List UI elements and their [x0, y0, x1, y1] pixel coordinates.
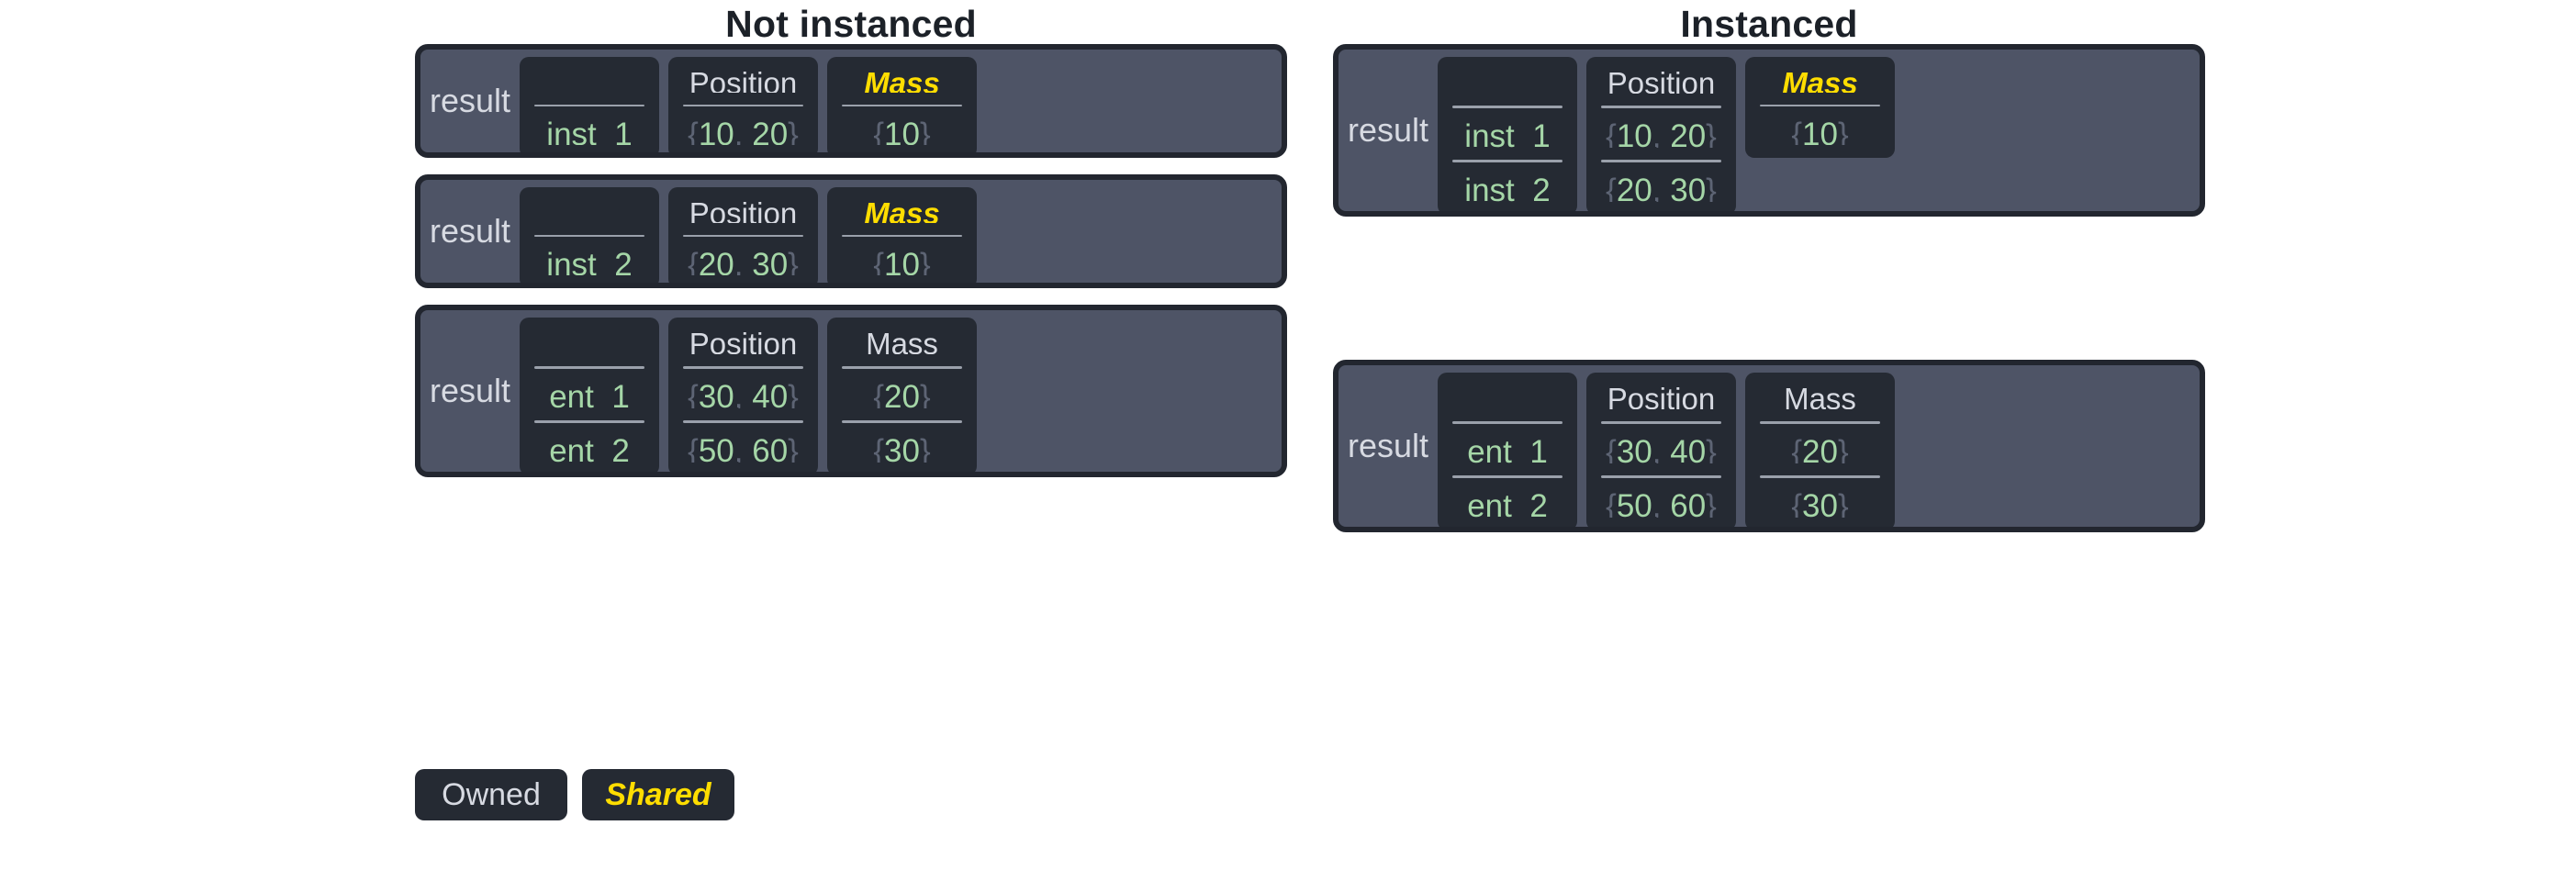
- row-divider: [1601, 160, 1721, 162]
- cell-position: {30, 40}: [688, 378, 799, 409]
- header-divider: [534, 104, 644, 107]
- row-divider: [1760, 475, 1880, 478]
- row-divider: [1452, 160, 1562, 162]
- cell-entity-name: inst_2: [1464, 172, 1551, 203]
- row-divider: [683, 420, 803, 423]
- column-position: Position {30, 40} {50, 60}: [668, 318, 818, 472]
- column-mass: Mass {10}: [827, 57, 977, 152]
- result-label: result: [429, 82, 511, 119]
- header-divider: [534, 366, 644, 369]
- cell-mass: {20}: [1791, 433, 1849, 464]
- table-columns: inst_2 Position {20, 30} Mass {10}: [520, 180, 1282, 283]
- header-mass: Mass: [1782, 66, 1858, 93]
- header-position: Position: [1607, 66, 1716, 95]
- header-divider: [683, 234, 803, 238]
- cell-mass: {20}: [873, 378, 931, 409]
- result-label: result: [1347, 427, 1429, 464]
- column-instanced: Instanced result inst_1 inst_2 Position …: [1333, 0, 2205, 549]
- header-entity-name: [532, 327, 646, 354]
- column-position: Position {30, 40} {50, 60}: [1586, 373, 1736, 527]
- header-mass: Mass: [866, 327, 938, 355]
- header-divider: [1601, 421, 1721, 424]
- header-divider: [1601, 106, 1721, 108]
- table-not-instanced-inst2: result inst_2 Position {20, 30} Mass {10…: [415, 174, 1287, 288]
- header-divider: [683, 366, 803, 369]
- row-divider: [842, 420, 962, 423]
- column-entity-name: inst_1: [520, 57, 659, 152]
- table-columns: inst_1 Position {10, 20} Mass {10}: [520, 50, 1282, 152]
- row-divider: [534, 420, 644, 423]
- header-position: Position: [689, 66, 798, 93]
- cell-position: {50, 60}: [1606, 487, 1717, 519]
- result-label: result: [429, 212, 511, 250]
- cell-mass: {10}: [873, 117, 931, 145]
- legend: Owned Shared: [415, 769, 734, 820]
- cell-entity-name: inst_2: [546, 247, 633, 275]
- column-mass: Mass {20} {30}: [827, 318, 977, 472]
- column-not-instanced: Not instanced result inst_1 Position {10…: [415, 0, 1287, 494]
- header-divider: [842, 366, 962, 369]
- header-position: Position: [689, 327, 798, 355]
- header-divider: [1760, 421, 1880, 424]
- column-position: Position {20, 30}: [668, 187, 818, 283]
- cell-mass: {10}: [1791, 117, 1849, 145]
- column-title-instanced: Instanced: [1680, 3, 1858, 45]
- layout-spacer: [1333, 233, 2205, 360]
- cell-position: {20, 30}: [688, 247, 799, 275]
- header-mass: Mass: [864, 196, 940, 223]
- header-entity-name: [1450, 382, 1564, 409]
- cell-position: {30, 40}: [1606, 433, 1717, 464]
- table-instanced-entities: result ent_1 ent_2 Position {30, 40} {50…: [1333, 360, 2205, 532]
- column-mass: Mass {20} {30}: [1745, 373, 1895, 527]
- cell-mass: {30}: [873, 432, 931, 463]
- cell-entity-name: ent_1: [549, 378, 630, 409]
- column-title-not-instanced: Not instanced: [725, 3, 977, 45]
- table-columns: inst_1 inst_2 Position {10, 20} {20, 30}…: [1438, 50, 2200, 211]
- header-entity-name: [532, 66, 646, 93]
- header-position: Position: [689, 196, 798, 223]
- cell-entity-name: inst_1: [546, 117, 633, 145]
- header-position: Position: [1607, 382, 1716, 410]
- table-not-instanced-inst1: result inst_1 Position {10, 20} Mass {10…: [415, 44, 1287, 158]
- cell-position: {10, 20}: [688, 117, 799, 145]
- header-mass: Mass: [864, 66, 940, 93]
- table-instanced-instances: result inst_1 inst_2 Position {10, 20} {…: [1333, 44, 2205, 217]
- row-divider: [1601, 475, 1721, 478]
- table-columns: ent_1 ent_2 Position {30, 40} {50, 60} M…: [1438, 365, 2200, 527]
- column-position: Position {10, 20} {20, 30}: [1586, 57, 1736, 211]
- header-divider: [1452, 421, 1562, 424]
- cell-entity-name: ent_2: [1467, 487, 1548, 519]
- table-not-instanced-entities: result ent_1 ent_2 Position {30, 40} {50…: [415, 305, 1287, 477]
- header-divider: [534, 234, 644, 238]
- column-entity-name: ent_1 ent_2: [1438, 373, 1577, 527]
- cell-position: {10, 20}: [1606, 117, 1717, 149]
- legend-chip-owned: Owned: [415, 769, 567, 820]
- column-entity-name: inst_1 inst_2: [1438, 57, 1577, 211]
- header-divider: [1760, 104, 1880, 107]
- cell-entity-name: ent_1: [1467, 433, 1548, 464]
- column-position: Position {10, 20}: [668, 57, 818, 152]
- cell-mass: {10}: [873, 247, 931, 275]
- header-divider: [842, 234, 962, 238]
- table-columns: ent_1 ent_2 Position {30, 40} {50, 60} M…: [520, 310, 1282, 472]
- header-divider: [683, 104, 803, 107]
- header-divider: [842, 104, 962, 107]
- cell-position: {20, 30}: [1606, 172, 1717, 203]
- cell-entity-name: inst_1: [1464, 117, 1551, 149]
- header-entity-name: [532, 196, 646, 223]
- cell-entity-name: ent_2: [549, 432, 630, 463]
- column-mass-shared: Mass {10}: [1745, 57, 1895, 158]
- column-entity-name: inst_2: [520, 187, 659, 283]
- result-label: result: [429, 372, 511, 409]
- cell-mass: {30}: [1791, 487, 1849, 519]
- column-entity-name: ent_1 ent_2: [520, 318, 659, 472]
- column-mass: Mass {10}: [827, 187, 977, 283]
- header-divider: [1452, 106, 1562, 108]
- cell-position: {50, 60}: [688, 432, 799, 463]
- result-label: result: [1347, 111, 1429, 149]
- header-entity-name: [1450, 66, 1564, 94]
- header-mass: Mass: [1784, 382, 1856, 410]
- row-divider: [1452, 475, 1562, 478]
- legend-chip-shared: Shared: [582, 769, 734, 820]
